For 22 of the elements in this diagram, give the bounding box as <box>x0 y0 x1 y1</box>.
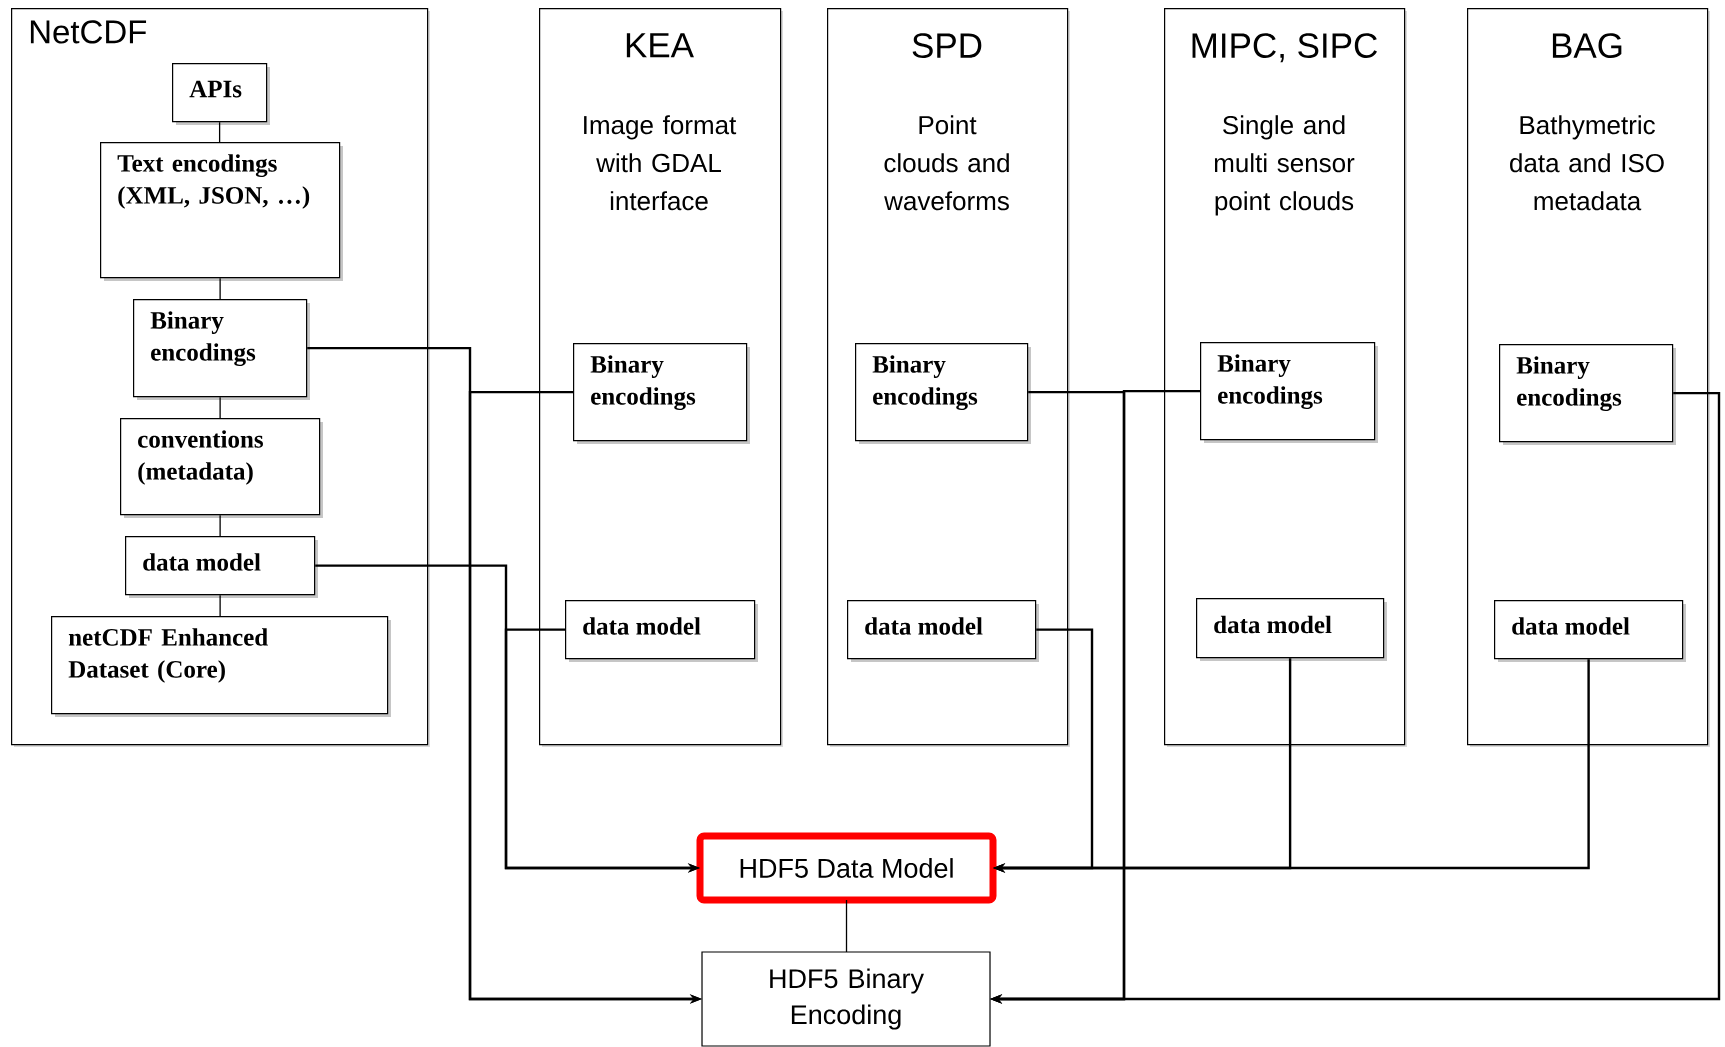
connector <box>219 277 221 300</box>
text-box: Binary encodings <box>1200 342 1378 443</box>
text-box: Binary encodings <box>1499 344 1676 445</box>
text-box: Binary encodings <box>573 343 750 444</box>
text-box: data model <box>847 600 1039 662</box>
connector <box>219 396 221 419</box>
text-box: data model <box>565 600 758 662</box>
text-box: APIs <box>172 63 270 125</box>
connector <box>218 121 221 143</box>
text-box: data model <box>1494 600 1686 662</box>
connector <box>219 594 221 617</box>
text-box: conventions (metadata) <box>120 418 323 518</box>
process-box: HDF5 Binary Encoding <box>701 951 991 1047</box>
text-box: Text encodings (XML, JSON, …) <box>100 142 343 281</box>
text-box: data model <box>125 536 318 598</box>
text-box: Binary encodings <box>855 343 1031 444</box>
connector <box>845 899 848 953</box>
text-box: netCDF Enhanced Dataset (Core) <box>51 616 391 717</box>
connector <box>219 514 221 537</box>
highlighted-box: HDF5 Data Model <box>696 832 997 904</box>
text-box: data model <box>1196 598 1387 661</box>
text-box: Binary encodings <box>133 299 310 400</box>
